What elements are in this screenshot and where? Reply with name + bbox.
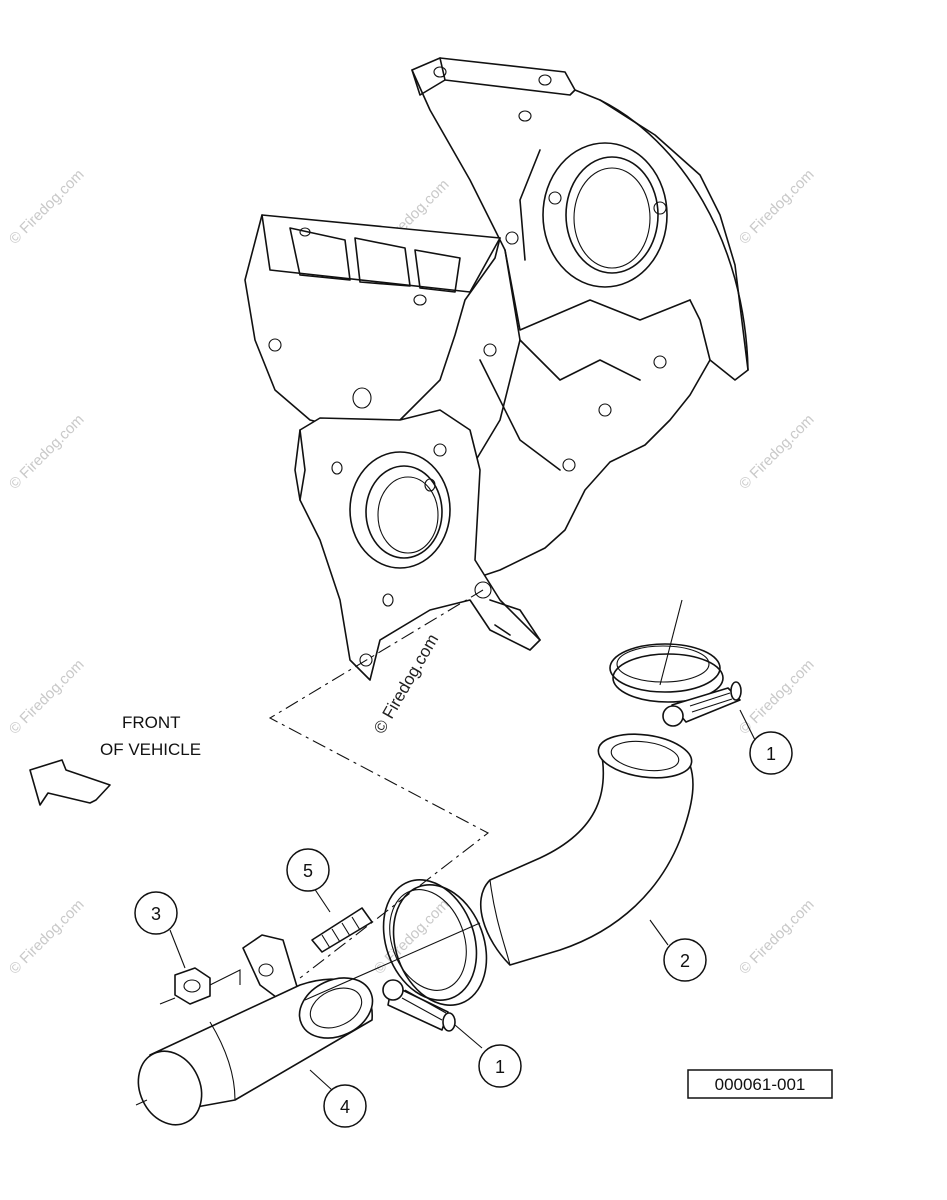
callout-4: 4 xyxy=(323,1084,367,1128)
assembly-centerline xyxy=(268,589,490,979)
callout-5: 5 xyxy=(286,848,330,892)
callout-number: 4 xyxy=(340,1097,350,1117)
leader-line xyxy=(659,599,683,686)
watermark-text: © Firedog.com xyxy=(6,896,88,978)
callout-number: 2 xyxy=(680,951,690,971)
radiator-hose xyxy=(480,733,694,966)
watermark-text: © Firedog.com xyxy=(736,896,818,978)
reference-code: 000061-001 xyxy=(715,1075,806,1094)
watermark-text: © Firedog.com xyxy=(736,166,818,248)
water-outlet-tube xyxy=(135,934,374,1126)
watermark-text: © Firedog.com xyxy=(6,656,88,738)
front-of-vehicle-indicator: FRONT OF VEHICLE xyxy=(29,713,201,806)
engine-block xyxy=(244,57,749,681)
callout-number: 5 xyxy=(303,861,313,881)
watermark-text: © Firedog.com xyxy=(6,166,88,248)
reference-code-box: 000061-001 xyxy=(687,1069,833,1099)
callout-1-upper: 1 xyxy=(749,731,793,775)
watermark-text: © Firedog.com xyxy=(6,411,88,493)
front-label-line2: OF VEHICLE xyxy=(100,740,201,759)
callout-1-lower: 1 xyxy=(478,1044,522,1088)
callout-number: 3 xyxy=(151,904,161,924)
watermark-text: © Firedog.com xyxy=(736,411,818,493)
callout-3: 3 xyxy=(134,891,178,935)
front-arrow-icon xyxy=(29,759,111,806)
flange-nut xyxy=(159,967,241,1005)
lower-hose-clamp xyxy=(382,879,488,1032)
callout-number: 1 xyxy=(766,744,776,764)
callout-2: 2 xyxy=(663,938,707,982)
callout-number: 1 xyxy=(495,1057,505,1077)
front-label-line1: FRONT xyxy=(122,713,181,732)
upper-hose-clamp xyxy=(609,643,742,727)
stud-bolt xyxy=(311,907,373,953)
center-watermark: © Firedog.com xyxy=(370,631,442,737)
